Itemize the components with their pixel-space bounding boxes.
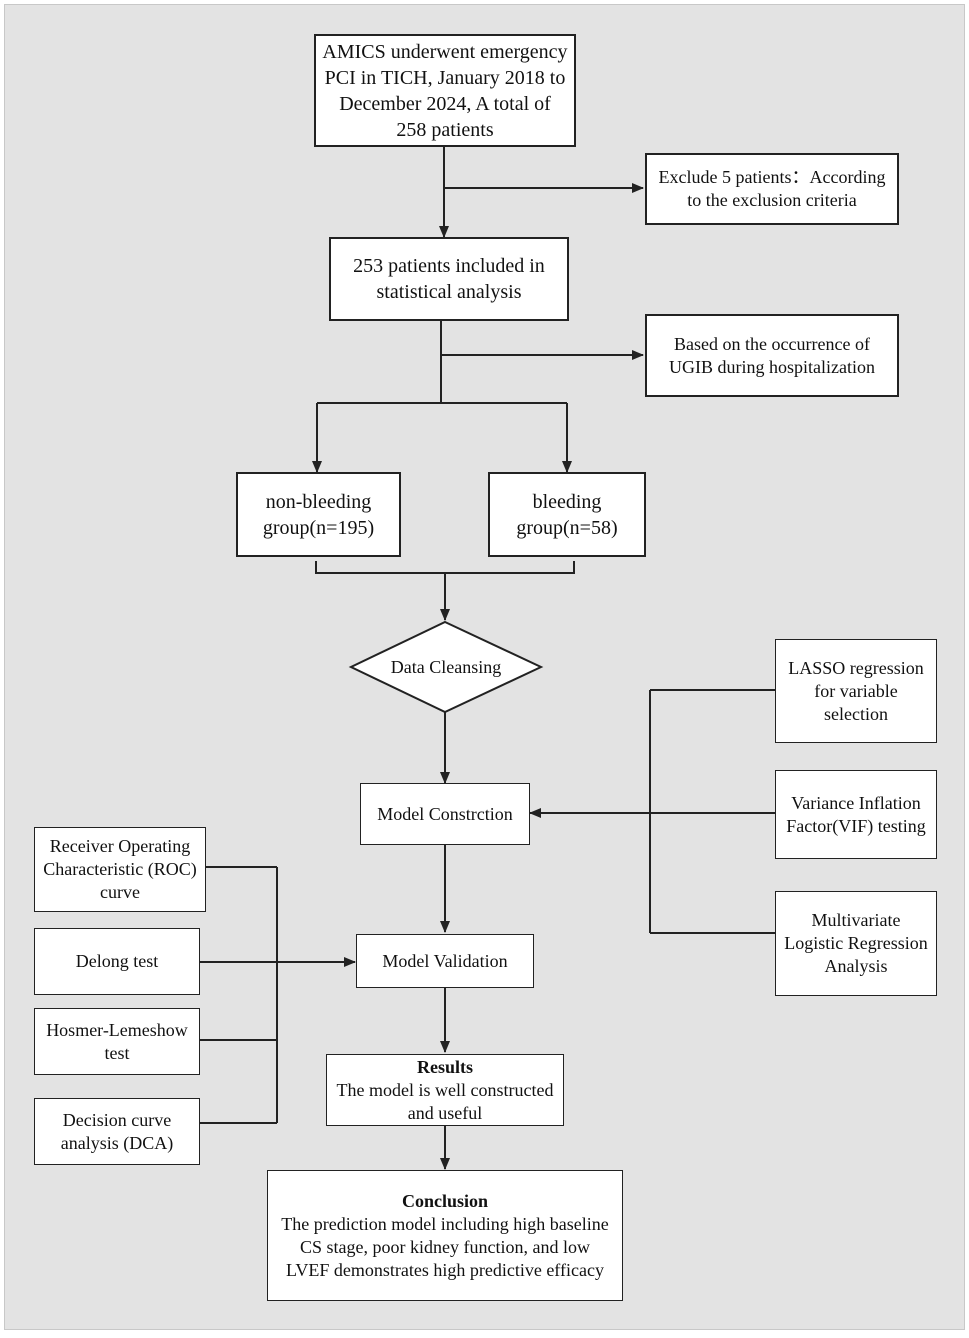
delong-test-box: Delong test bbox=[34, 928, 200, 995]
results-text: The model is well constructed and useful bbox=[336, 1079, 554, 1123]
roc-text: Receiver Operating Characteristic (ROC) … bbox=[43, 836, 197, 902]
results-title: Results bbox=[416, 1056, 473, 1077]
non-bleeding-group-box: non-bleeding group(n=195) bbox=[236, 472, 401, 557]
model-construction-box: Model Constrction bbox=[360, 783, 530, 845]
logistic-regression-text: Multivariate Logistic Regression Analysi… bbox=[784, 910, 928, 976]
enrollment-box: AMICS underwent emergency PCI in TICH, J… bbox=[314, 34, 576, 147]
included-box: 253 patients included in statistical ana… bbox=[329, 237, 569, 321]
lasso-text: LASSO regression for variable selection bbox=[788, 657, 924, 724]
lasso-box: LASSO regression for variable selection bbox=[775, 639, 937, 743]
included-text: 253 patients included in statistical ana… bbox=[353, 255, 545, 303]
conclusion-box: Conclusion The prediction model includin… bbox=[267, 1170, 623, 1301]
results-box: Results The model is well constructed an… bbox=[326, 1054, 564, 1126]
hosmer-lemeshow-box: Hosmer-Lemeshow test bbox=[34, 1008, 200, 1075]
delong-test-text: Delong test bbox=[75, 951, 159, 971]
vif-text: Variance Inflation Factor(VIF) testing bbox=[786, 792, 926, 836]
vif-box: Variance Inflation Factor(VIF) testing bbox=[775, 770, 937, 859]
flowchart-canvas: AMICS underwent emergency PCI in TICH, J… bbox=[4, 4, 965, 1330]
model-validation-box: Model Validation bbox=[356, 934, 534, 988]
dca-box: Decision curve analysis (DCA) bbox=[34, 1098, 200, 1165]
non-bleeding-group-text: non-bleeding group(n=195) bbox=[262, 490, 375, 539]
bleeding-group-box: bleeding group(n=58) bbox=[488, 472, 646, 557]
grouping-box: Based on the occurrence of UGIB during h… bbox=[645, 314, 899, 397]
logistic-regression-box: Multivariate Logistic Regression Analysi… bbox=[775, 891, 937, 996]
data-cleansing-text: Data Cleansing bbox=[390, 656, 502, 677]
bleeding-group-text: bleeding group(n=58) bbox=[516, 490, 618, 539]
conclusion-title: Conclusion bbox=[401, 1190, 489, 1211]
model-validation-text: Model Validation bbox=[382, 950, 508, 971]
connector-layer bbox=[199, 146, 775, 1170]
conclusion-text: The prediction model including high base… bbox=[281, 1213, 609, 1280]
model-construction-text: Model Constrction bbox=[377, 803, 513, 824]
grouping-text: Based on the occurrence of UGIB during h… bbox=[669, 333, 875, 377]
roc-box: Receiver Operating Characteristic (ROC) … bbox=[34, 827, 206, 912]
line-merge bbox=[315, 561, 575, 574]
dca-text: Decision curve analysis (DCA) bbox=[60, 1109, 174, 1153]
hosmer-lemeshow-text: Hosmer-Lemeshow test bbox=[46, 1019, 188, 1063]
exclusion-text: Exclude 5 patients：According to the excl… bbox=[658, 167, 886, 210]
data-cleansing-label: Data Cleansing bbox=[351, 622, 541, 712]
exclusion-box: Exclude 5 patients：According to the excl… bbox=[645, 153, 899, 225]
enrollment-text: AMICS underwent emergency PCI in TICH, J… bbox=[322, 40, 568, 141]
